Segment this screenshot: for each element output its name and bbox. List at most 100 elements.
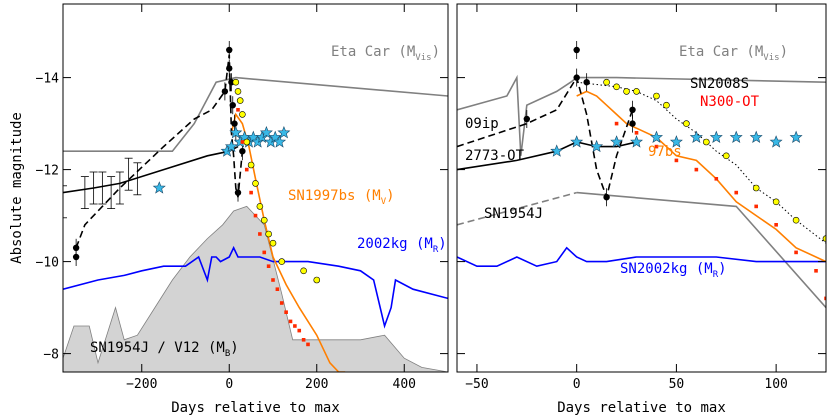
- series-9-point-3: [239, 111, 246, 118]
- series-9-point-11: [792, 216, 800, 224]
- series-6-point-2: [221, 88, 229, 95]
- series-1-line: [63, 76, 448, 152]
- x-axis-label: Days relative to max: [557, 400, 726, 415]
- series-10-point-5: [258, 232, 262, 236]
- series-10-point-9: [794, 250, 798, 255]
- series-9-point-3: [633, 88, 640, 95]
- series-1-line: [576, 191, 826, 309]
- plot-frame: [62, 3, 449, 373]
- annotation-7: SN2002kg (MR): [620, 261, 727, 280]
- series-9-point-7: [703, 138, 710, 146]
- series-9-point-2: [236, 97, 244, 104]
- annotation-0: Eta Car (MVis): [679, 44, 788, 63]
- series-10-point-6: [262, 250, 267, 255]
- series-9-point-12: [300, 267, 307, 275]
- annotation-1: SN1997bs (MV): [288, 188, 395, 207]
- series-10-point-7: [266, 264, 271, 268]
- series-9-point-9: [752, 184, 760, 192]
- series-7-point-1: [573, 46, 580, 54]
- series-9-point-8: [722, 152, 730, 160]
- series-8-point-8: [709, 130, 723, 143]
- series-9-point-0: [603, 78, 610, 86]
- series-2-line: [457, 191, 577, 226]
- annotation-2: 2002kg (MR): [357, 236, 447, 255]
- series-10-point-9: [275, 287, 280, 291]
- series-4-line: [576, 90, 826, 263]
- series-6-line: [457, 75, 634, 200]
- series-10-point-1: [634, 131, 639, 135]
- series-8-point-9: [729, 130, 743, 143]
- series-8-point-6: [669, 135, 683, 148]
- series-9-point-10: [269, 239, 277, 247]
- series-10-point-5: [714, 177, 719, 181]
- series-9-point-12: [822, 235, 826, 242]
- series-9-point-4: [653, 92, 660, 100]
- series-8-point-10: [749, 130, 763, 143]
- series-10-point-4: [253, 213, 258, 218]
- plot-area: [63, 41, 448, 372]
- x-axis-label: Days relative to max: [171, 400, 340, 415]
- series-8-point-7: [689, 130, 703, 143]
- series-10-point-8: [271, 278, 275, 282]
- x-tick-label-1: 0: [225, 377, 233, 392]
- annotation-0: Eta Car (MVis): [331, 44, 440, 63]
- series-9-point-1: [234, 88, 242, 95]
- series-0-line: [457, 74, 826, 156]
- series-8-point-2: [224, 139, 238, 153]
- plot-area: [457, 41, 826, 309]
- series-9-point-13: [313, 276, 321, 284]
- series-10-point-2: [654, 144, 659, 149]
- series-2-line: [63, 245, 448, 329]
- series-10-point-7: [754, 204, 758, 209]
- series-6-point-10: [239, 148, 246, 155]
- series-0-area: [63, 205, 448, 372]
- annotation-3: 09ip: [465, 116, 499, 132]
- series-10-point-3: [249, 190, 253, 195]
- series-8-point-1: [570, 135, 584, 148]
- series-10-point-13: [293, 324, 297, 328]
- series-6-point-4: [226, 65, 233, 72]
- series-9-point-10: [772, 198, 780, 206]
- series-6-point-0: [72, 253, 80, 261]
- series-7-point-5: [629, 106, 636, 114]
- series-8-point-14: [277, 125, 291, 139]
- x-tick-label-1: 0: [573, 377, 581, 392]
- annotation-4: 97bs: [648, 144, 682, 160]
- series-6-point-1: [72, 244, 80, 251]
- series-8-point-12: [789, 130, 803, 143]
- series-10-point-4: [694, 167, 699, 172]
- series-6-point-3: [226, 46, 233, 54]
- series-7-point-0: [523, 115, 531, 123]
- series-11-line: [576, 81, 826, 244]
- series-7-point-2: [573, 74, 580, 81]
- annotation-5: 2773-OT: [465, 148, 525, 164]
- series-3-line: [230, 112, 346, 372]
- series-8-point-0: [550, 144, 564, 157]
- series-6-point-9: [234, 189, 242, 196]
- series-10-point-3: [674, 158, 679, 163]
- series-9-point-6: [683, 120, 690, 127]
- y-tick-label-0: −8: [43, 348, 59, 363]
- x-tick-label-2: 200: [305, 377, 328, 392]
- series-8-point-13: [273, 135, 287, 148]
- series-8-point-3: [229, 125, 243, 139]
- series-5-line: [75, 54, 244, 249]
- series-9-point-5: [247, 161, 255, 169]
- annotation-1: SN2008S: [690, 76, 749, 92]
- series-9-point-2: [623, 88, 630, 95]
- series-10-point-11: [284, 310, 288, 314]
- series-9-point-9: [265, 230, 272, 238]
- series-10-point-15: [301, 338, 306, 342]
- series-8-point-11: [769, 135, 783, 148]
- series-9-point-11: [278, 258, 286, 265]
- series-9-point-6: [252, 180, 259, 187]
- series-10-point-10: [279, 301, 284, 305]
- series-10-point-8: [774, 223, 778, 227]
- series-8-point-10: [259, 125, 273, 139]
- series-8-point-5: [650, 130, 663, 143]
- series-7-point-3: [583, 79, 590, 86]
- series-10-point-11: [824, 296, 826, 301]
- x-tick-label-0: −50: [465, 377, 488, 392]
